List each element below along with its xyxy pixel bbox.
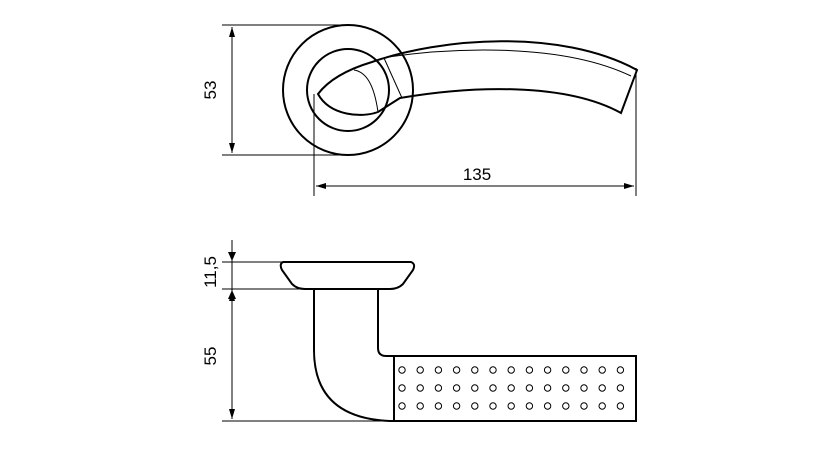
grip-dot [507, 384, 515, 392]
grip-dot [543, 402, 552, 410]
grip-dot [616, 402, 625, 410]
grip-dot [525, 384, 534, 392]
rosette-side [279, 261, 416, 290]
grip-dot [416, 384, 424, 392]
grip-dot [580, 402, 588, 410]
dim-53-label: 53 [201, 81, 220, 100]
lever-neck-inner [377, 290, 394, 357]
grip-dot [489, 366, 497, 374]
grip-dot [434, 366, 443, 374]
grip-dot [489, 402, 497, 410]
lever-body [316, 40, 639, 116]
grip-dot [489, 384, 497, 392]
lever-collar-line [353, 69, 379, 113]
grip-dot [452, 366, 461, 374]
grip-dot [543, 366, 552, 374]
grip-dot [507, 366, 515, 374]
grip-dot [416, 366, 424, 374]
grip-dot [398, 384, 406, 392]
grip-dot [471, 402, 479, 410]
grip-dot-pattern [398, 366, 625, 410]
top-view: 53 135 [201, 24, 639, 196]
dim-11-5-label: 11,5 [201, 256, 220, 288]
grip-dot [416, 402, 424, 410]
grip-dot [598, 384, 606, 392]
grip-dot [434, 384, 443, 392]
lever-inner-contour [387, 49, 632, 77]
side-view: 11,5 55 [201, 240, 637, 422]
grip-dot [525, 366, 534, 374]
dim-55-label: 55 [201, 347, 220, 366]
grip-dot [525, 402, 534, 410]
grip-dot [471, 366, 479, 374]
rosette-outer-circle [282, 24, 414, 156]
grip-dot [580, 366, 588, 374]
grip-dot [616, 366, 625, 374]
dim-135-label: 135 [463, 165, 491, 184]
lever-joint-line [383, 57, 403, 99]
lever-neck [313, 290, 394, 422]
rosette-inner-circle [306, 48, 390, 132]
grip-dot [616, 384, 625, 392]
grip-dot [398, 402, 406, 410]
grip-dot [452, 384, 461, 392]
lever-grip [393, 355, 637, 422]
grip-dot [434, 402, 443, 410]
grip-dot [398, 366, 406, 374]
grip-dot [562, 402, 570, 410]
grip-dot [562, 366, 570, 374]
grip-dot [471, 384, 479, 392]
grip-dot [507, 402, 515, 410]
grip-dot [543, 384, 552, 392]
grip-dot [598, 402, 606, 410]
dim-11-5-arrow-top [228, 252, 236, 261]
grip-dot [598, 366, 606, 374]
grip-dot [580, 384, 588, 392]
grip-dot [562, 384, 570, 392]
grip-dot [452, 402, 461, 410]
